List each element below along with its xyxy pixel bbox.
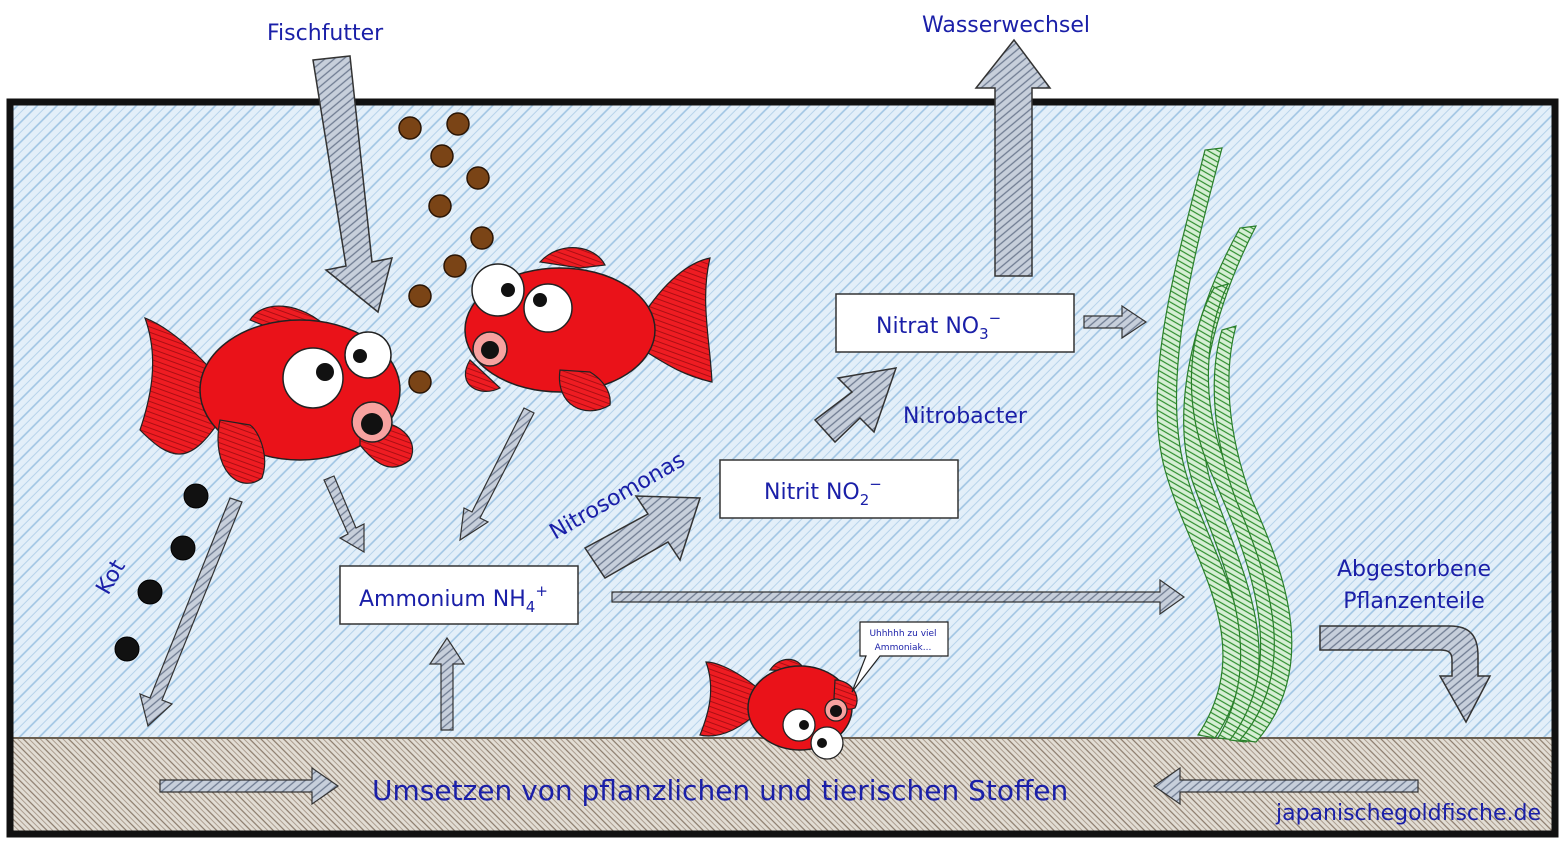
- tank-frame: [6, 98, 1559, 838]
- fish-food-arrow: [312, 55, 394, 314]
- substrate-arrows: [159, 766, 1419, 806]
- svg-text:Nitrat NO3−: Nitrat NO3−: [876, 309, 1001, 343]
- speech-bubble: Uhhhhh zu viel Ammoniak...: [851, 621, 949, 693]
- substrate-to-ammonium-arrow: [428, 636, 466, 731]
- fish-food-label: Fischfutter: [267, 21, 384, 46]
- nitrate-sub: 3: [979, 325, 989, 343]
- speech-bubble-line2: Ammoniak...: [875, 643, 932, 653]
- waste-arrow: [139, 497, 243, 728]
- dead-plants-label-line2: Pflanzenteile: [1343, 589, 1485, 614]
- svg-text:Ammonium NH4+: Ammonium NH4+: [359, 582, 548, 616]
- goldfish-left: [139, 305, 414, 484]
- fish-waste: [114, 483, 209, 662]
- nitrobacter-arrow: [813, 367, 898, 444]
- nitrite-name: Nitrit NO: [764, 480, 860, 505]
- nitrosomonas-arrow: [583, 495, 702, 579]
- substrate-process-label: Umsetzen von pflanzlichen und tierischen…: [372, 774, 1068, 807]
- ammonium-sup: +: [535, 582, 548, 600]
- website-label: japanischegoldfische.de: [1275, 801, 1541, 826]
- nitrate-sup: −: [989, 309, 1002, 327]
- nitrate-name: Nitrat NO: [876, 314, 979, 339]
- ammonium-name: Ammonium NH: [359, 587, 526, 612]
- food-pellets: [398, 112, 494, 394]
- nitrobacter-label: Nitrobacter: [903, 404, 1028, 429]
- dead-plants-label-line1: Abgestorbene: [1337, 557, 1491, 582]
- nitrite-sup: −: [869, 475, 882, 493]
- nitrite-sub: 2: [860, 491, 870, 509]
- speech-bubble-line1: Uhhhhh zu viel: [869, 629, 936, 639]
- ammonium-box: Ammonium NH4+: [339, 565, 579, 625]
- fish-to-ammonium-arrows: [323, 407, 535, 554]
- water-change-arrow: [974, 38, 1052, 277]
- nitrate-to-plant-arrow: [1083, 304, 1148, 340]
- ammonium-sub: 4: [526, 598, 536, 616]
- goldfish-bottom: [699, 658, 858, 760]
- ammonium-to-plant-arrow: [611, 578, 1186, 616]
- aquatic-plant: [1156, 147, 1293, 743]
- goldfish-middle: [464, 247, 713, 412]
- nitrate-box: Nitrat NO3−: [835, 293, 1075, 353]
- svg-text:Nitrit NO2−: Nitrit NO2−: [764, 475, 882, 509]
- dead-plants-arrow: [1319, 625, 1492, 724]
- water-change-label: Wasserwechsel: [922, 13, 1090, 38]
- nitrite-box: Nitrit NO2−: [719, 459, 959, 519]
